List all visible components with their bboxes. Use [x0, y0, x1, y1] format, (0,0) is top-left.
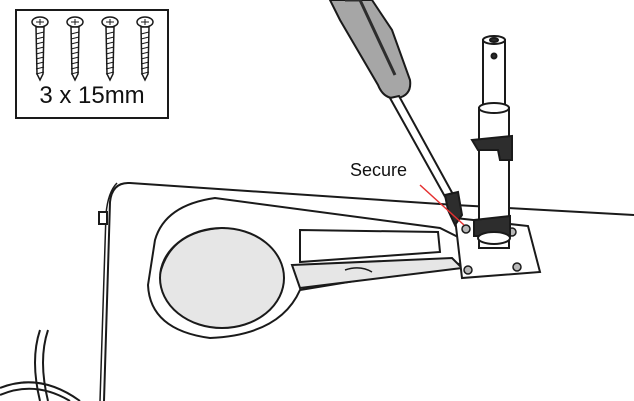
- cabinet-base: [98, 181, 634, 401]
- vertical-pole: [470, 35, 513, 249]
- power-cable: [0, 329, 81, 401]
- screw-inset: [15, 9, 169, 119]
- callout-leader-line: [419, 184, 465, 226]
- screw-icon: [31, 16, 49, 82]
- screwdriver-icon: [328, 0, 464, 227]
- screw-group: [31, 16, 154, 82]
- screw-spec-label: 3 x 15mm: [39, 82, 145, 109]
- screw-hole: [512, 262, 522, 272]
- screw-icon: [66, 16, 84, 82]
- screw-icon: [101, 16, 119, 82]
- callout-secure-label: Secure: [350, 160, 408, 180]
- screw-hole: [463, 265, 473, 275]
- screw-hole: [461, 224, 471, 234]
- screw-icon: [136, 16, 154, 82]
